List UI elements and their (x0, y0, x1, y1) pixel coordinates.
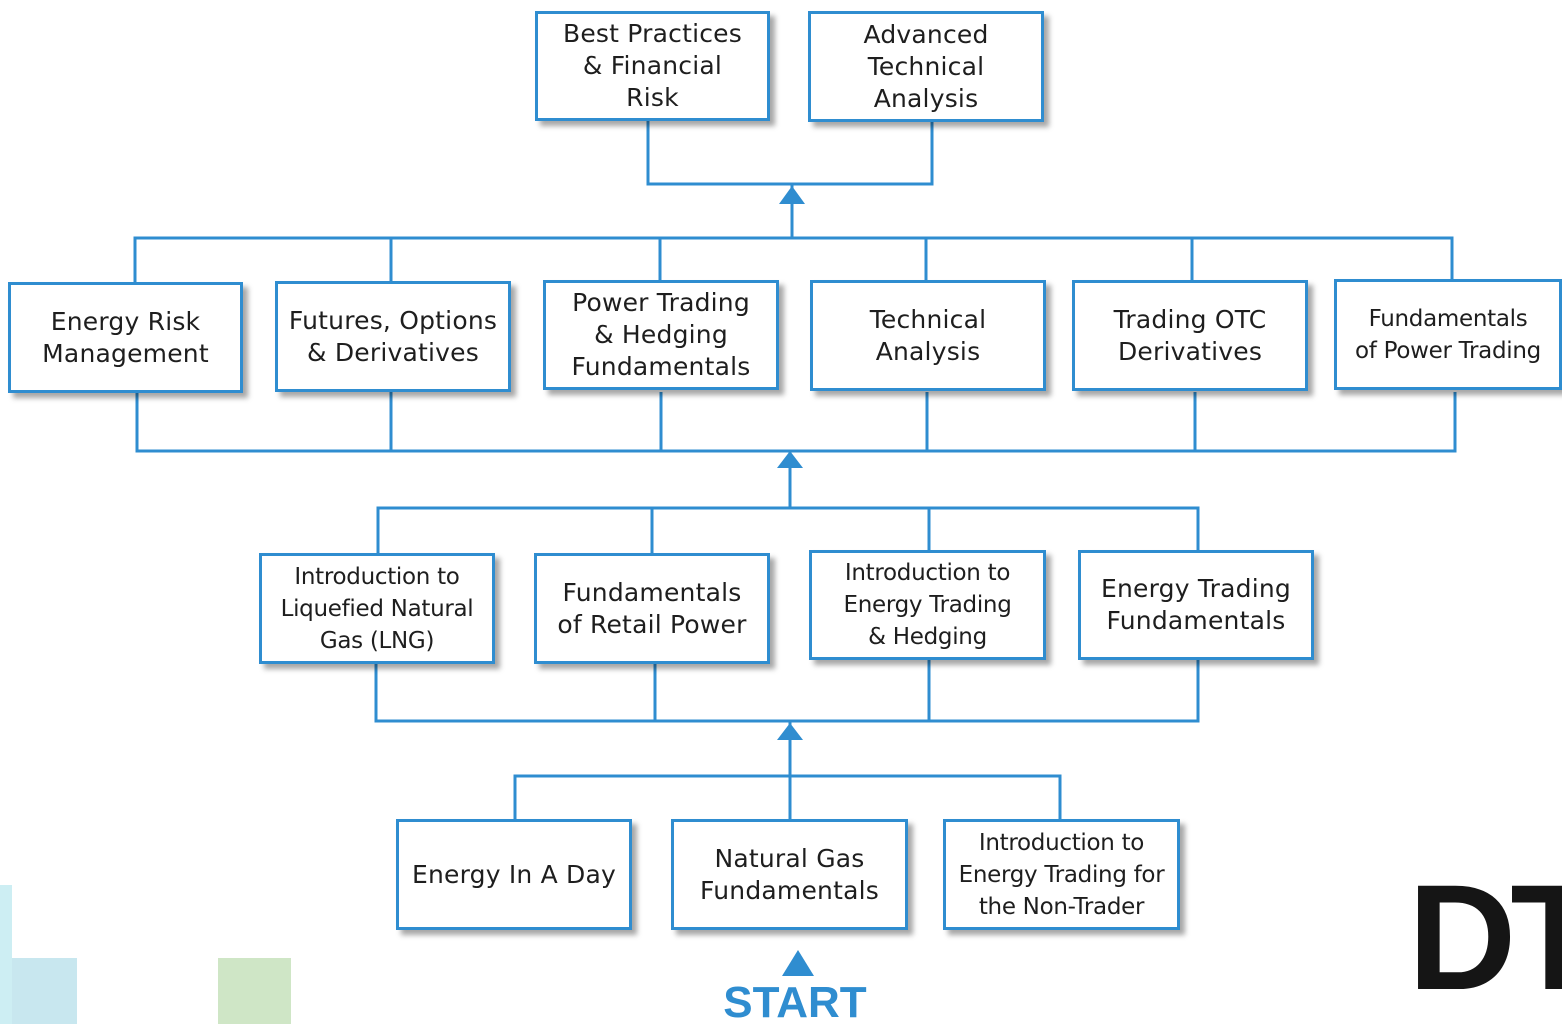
course-fundamentals-power-trading[interactable]: Fundamentals of Power Trading (1334, 279, 1562, 390)
start-label: START (723, 978, 867, 1027)
connector-line (376, 506, 1200, 553)
course-energy-trading-fundamentals[interactable]: Energy Trading Fundamentals (1078, 550, 1314, 660)
connector-line (135, 392, 1457, 453)
course-energy-risk-management[interactable]: Energy Risk Management (8, 282, 243, 393)
arrow-up-icon (777, 451, 803, 468)
course-fundamentals-retail-power[interactable]: Fundamentals of Retail Power (534, 553, 770, 664)
course-intro-energy-trading-non-trader[interactable]: Introduction to Energy Trading for the N… (943, 819, 1180, 930)
brand-logo: DT (1408, 853, 1562, 1021)
decorative-tile (12, 958, 77, 1024)
connector-line (133, 236, 1454, 282)
course-technical-analysis[interactable]: Technical Analysis (810, 280, 1046, 391)
course-label: Introduction to Energy Trading & Hedging (843, 560, 1012, 650)
course-energy-in-a-day[interactable]: Energy In A Day (396, 819, 632, 930)
course-natural-gas-fundamentals[interactable]: Natural Gas Fundamentals (671, 819, 908, 930)
course-label: Introduction to Liquefied Natural Gas (L… (280, 563, 474, 654)
course-label: Introduction to Energy Trading for the N… (958, 829, 1165, 920)
course-label: Advanced Technical Analysis (863, 19, 989, 113)
course-label: Energy In A Day (411, 859, 617, 889)
course-best-practices-financial-risk[interactable]: Best Practices & Financial Risk (535, 11, 770, 121)
course-label: Trading OTC Derivatives (1113, 304, 1267, 366)
course-power-trading-hedging[interactable]: Power Trading & Hedging Fundamentals (543, 280, 779, 390)
decorative-tile (218, 958, 291, 1024)
arrow-up-icon (779, 186, 805, 204)
course-label: Natural Gas Fundamentals (700, 843, 879, 905)
course-intro-lng[interactable]: Introduction to Liquefied Natural Gas (L… (259, 553, 495, 664)
course-label: Power Trading & Hedging Fundamentals (571, 288, 751, 381)
course-intro-energy-trading-hedging[interactable]: Introduction to Energy Trading & Hedging (809, 550, 1046, 660)
course-label: Energy Trading Fundamentals (1101, 574, 1291, 635)
course-futures-options-derivatives[interactable]: Futures, Options & Derivatives (275, 281, 511, 392)
connector-line (513, 774, 1062, 820)
course-advanced-technical-analysis[interactable]: Advanced Technical Analysis (808, 11, 1044, 122)
course-trading-otc-derivatives[interactable]: Trading OTC Derivatives (1072, 280, 1308, 391)
connector-line (374, 658, 1200, 723)
course-label: Futures, Options & Derivatives (288, 305, 498, 367)
course-label: Fundamentals of Power Trading (1355, 305, 1541, 364)
course-label: Energy Risk Management (42, 306, 209, 368)
connector-line (646, 120, 934, 186)
decorative-tile (0, 885, 12, 1024)
arrow-up-icon (777, 723, 803, 740)
course-label: Fundamentals of Retail Power (557, 577, 747, 639)
start-arrow-icon (782, 950, 814, 976)
course-label: Technical Analysis (869, 304, 987, 366)
course-label: Best Practices & Financial Risk (563, 19, 742, 112)
